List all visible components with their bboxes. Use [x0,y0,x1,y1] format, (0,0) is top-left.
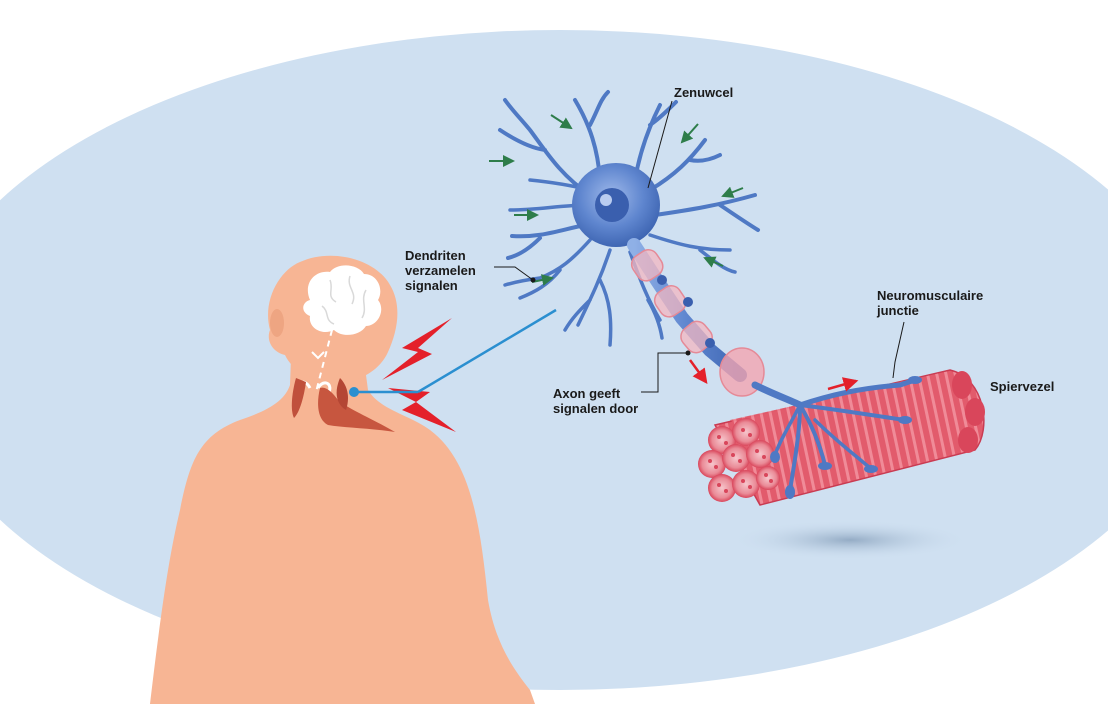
label-dendriten-line-2: verzamelen [405,263,476,278]
node-dot [657,275,667,285]
label-axon: Axon geeft signalen door [553,386,638,416]
fiber-end [698,450,726,478]
node-dot [705,338,715,348]
connector-dot [349,387,359,397]
label-dendriten-line-1: Dendriten [405,248,476,263]
ear [270,309,284,337]
label-dendriten: Dendriten verzamelen signalen [405,248,476,293]
label-spiervezel: Spiervezel [990,379,1054,394]
fiber-end [746,440,774,468]
label-axon-line-2: signalen door [553,401,638,416]
label-dendriten-line-3: signalen [405,278,476,293]
fiber-end-right [958,427,978,453]
label-neuro-line-1: Neuromusculaire [877,288,983,303]
leader-dot [531,278,536,283]
muscle-shadow [730,520,970,560]
fiber-end [732,470,760,498]
fiber-end-right [965,398,985,426]
label-zenuwcel: Zenuwcel [674,85,733,100]
nucleolus [600,194,612,206]
fiber-end [708,474,736,502]
leader-dot [686,351,691,356]
fiber-end [722,444,750,472]
fiber-end [756,466,780,490]
brain-icon [303,265,381,335]
node-dot [683,297,693,307]
label-neuromusculaire-junctie: Neuromusculaire junctie [877,288,983,318]
label-neuro-line-2: junctie [877,303,983,318]
fiber-end-right [952,371,972,399]
label-axon-line-1: Axon geeft [553,386,638,401]
nucleus [595,188,629,222]
label-spiervezel-text: Spiervezel [990,379,1054,394]
label-zenuwcel-text: Zenuwcel [674,85,733,100]
